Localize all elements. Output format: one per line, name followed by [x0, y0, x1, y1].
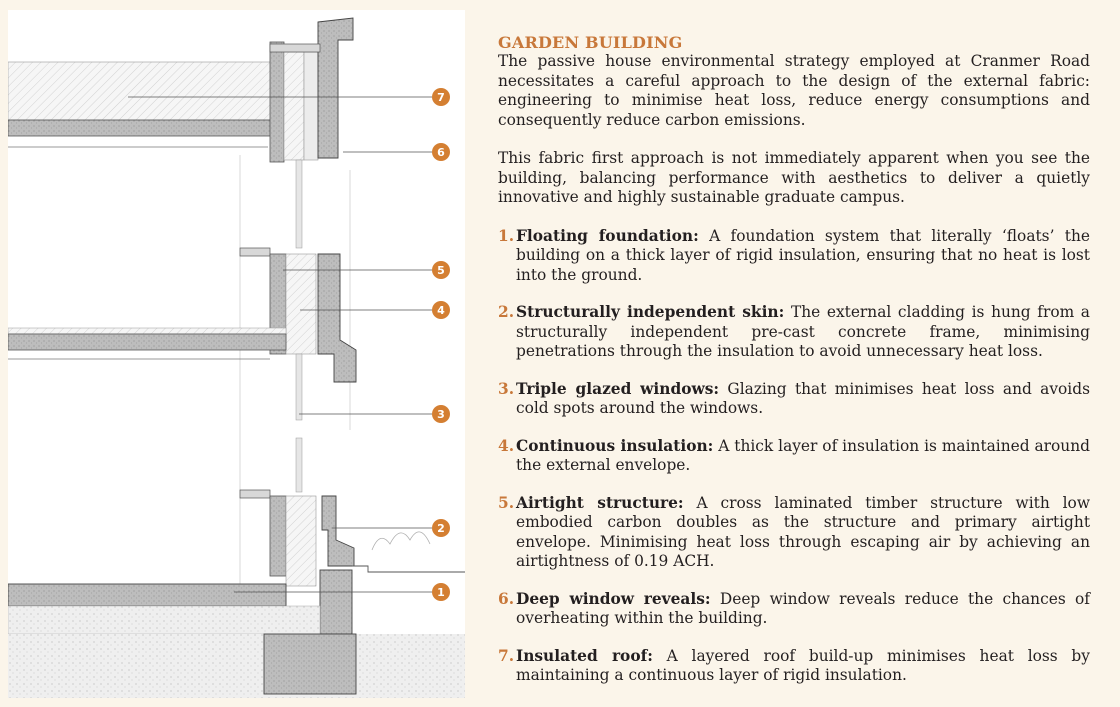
callout-badge-4: 4	[432, 301, 450, 319]
feature-number: 2.	[498, 303, 515, 321]
feature-text: Deep window reveals reduce the chances o…	[516, 589, 1090, 628]
svg-text:3: 3	[437, 408, 445, 421]
callout-badge-1: 1	[432, 583, 450, 601]
feature-number: 6.	[498, 589, 515, 608]
feature-title: Structurally independent skin:	[516, 303, 785, 321]
feature-item: 5.Airtight structure: A cross laminated …	[498, 494, 1090, 572]
callouts: 7 6 5 4 3 2 1	[128, 88, 450, 601]
callout-badge-6: 6	[432, 143, 450, 161]
feature-number: 4.	[498, 436, 515, 455]
feature-title: Airtight structure:	[516, 493, 684, 512]
feature-number: 3.	[498, 379, 515, 398]
text-panel: GARDEN BUILDING The passive house enviro…	[498, 33, 1090, 704]
svg-text:1: 1	[437, 586, 445, 599]
callout-badge-2: 2	[432, 519, 450, 537]
roof-section	[8, 17, 354, 163]
feature-text: Glazing that minimises heat loss and avo…	[516, 379, 1090, 418]
feature-number: 1.	[498, 226, 515, 245]
feature-text: A foundation system that literally ‘floa…	[516, 226, 1090, 284]
svg-text:4: 4	[437, 304, 445, 317]
feature-title: Deep window reveals:	[516, 589, 711, 608]
feature-title: Continuous insulation:	[516, 436, 714, 455]
feature-item: 2.Structurally independent skin: The ext…	[498, 303, 1090, 362]
svg-text:2: 2	[437, 522, 445, 535]
intro-paragraph: The passive house environmental strategy…	[498, 52, 1090, 129]
feature-text: The external cladding is hung from a str…	[516, 303, 1090, 360]
ground-floor-section	[8, 437, 465, 698]
callout-badge-5: 5	[432, 261, 450, 279]
feature-text: A cross laminated timber structure with …	[516, 493, 1090, 571]
feature-item: 4.Continuous insulation: A thick layer o…	[498, 437, 1090, 476]
feature-text: A thick layer of insulation is maintaine…	[516, 436, 1090, 475]
intro-paragraph-2: This fabric first approach is not immedi…	[498, 149, 1090, 206]
feature-item: 3.Triple glazed windows: Glazing that mi…	[498, 380, 1090, 419]
svg-text:5: 5	[437, 264, 445, 277]
middle-floor-section	[8, 155, 357, 698]
section-drawing: 7 6 5 4 3 2 1	[8, 10, 465, 698]
feature-title: Floating foundation:	[516, 226, 699, 245]
feature-item: 6.Deep window reveals: Deep window revea…	[498, 590, 1090, 629]
svg-text:6: 6	[437, 146, 445, 159]
callout-badge-3: 3	[432, 405, 450, 423]
feature-item: 7.Insulated roof: A layered roof build-u…	[498, 647, 1090, 686]
feature-title: Insulated roof:	[516, 646, 653, 665]
feature-text: A layered roof build-up minimises heat l…	[516, 646, 1090, 685]
feature-item: 1.Floating foundation: A foundation syst…	[498, 227, 1090, 286]
feature-number: 5.	[498, 493, 515, 512]
feature-number: 7.	[498, 646, 515, 665]
page-heading: GARDEN BUILDING	[498, 33, 683, 52]
feature-title: Triple glazed windows:	[516, 379, 720, 398]
feature-list: 1.Floating foundation: A foundation syst…	[498, 227, 1090, 686]
callout-badge-7: 7	[432, 88, 450, 106]
svg-text:7: 7	[437, 91, 445, 104]
